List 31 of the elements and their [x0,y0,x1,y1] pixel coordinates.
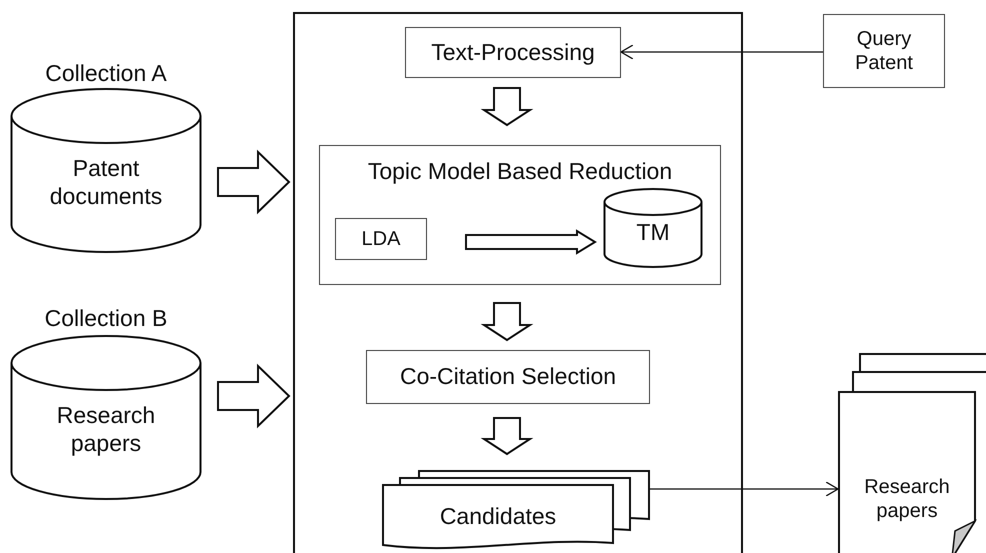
node-label: Topic Model Based Reduction [368,158,672,186]
process-box [405,27,621,78]
block-arrow [480,417,534,456]
node-label: Research papers [863,475,951,523]
arrow [650,481,839,497]
arrow [620,44,823,60]
database-cylinder [10,335,202,500]
block-arrow [480,302,534,342]
node-label: Candidates [440,503,556,531]
node-label: Patent documents [48,154,164,210]
document-stack [382,470,650,550]
database-cylinder [603,188,703,268]
process-box [823,14,945,88]
node-label: Query Patent [854,27,914,75]
group-box [319,145,721,285]
paper-stack-drawing [838,353,986,553]
block-arrow [465,229,597,255]
container-box [293,12,743,553]
block-arrow [217,150,290,214]
node-label: Co-Citation Selection [400,363,616,391]
process-box [366,350,650,404]
node-label: Research papers [56,402,156,458]
node-label: LDA [362,227,400,251]
node-label: Text-Processing [431,38,595,66]
collection-label: Collection A [45,60,167,86]
block-arrow [217,364,290,428]
node-label: TM [636,219,670,247]
block-arrow [480,87,534,126]
collection-label: Collection B [44,305,168,331]
database-cylinder [10,88,202,253]
process-box [335,218,427,260]
